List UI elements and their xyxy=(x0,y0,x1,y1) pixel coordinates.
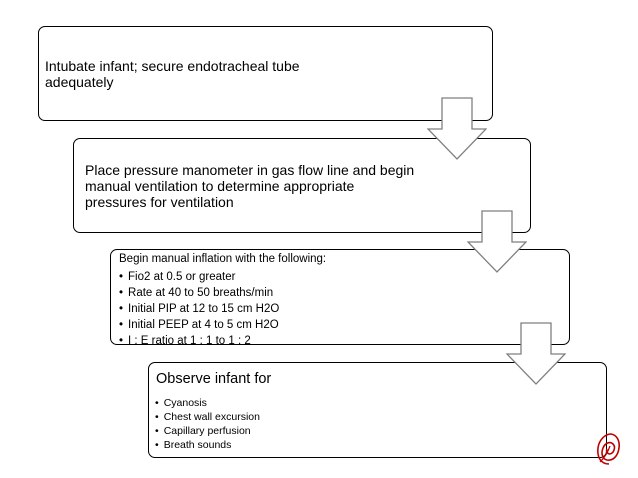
list-item: Initial PEEP at 4 to 5 cm H2O xyxy=(119,317,279,333)
list-item: Fio2 at 0.5 or greater xyxy=(119,269,279,285)
flow-step-manual-inflation: Begin manual inflation with the followin… xyxy=(110,249,570,347)
red-swirl-icon xyxy=(597,433,620,465)
observation-list: Cyanosis Chest wall excursion Capillary … xyxy=(155,396,260,452)
list-item: Chest wall excursion xyxy=(155,410,260,424)
list-item: Rate at 40 to 50 breaths/min xyxy=(119,285,279,301)
list-item: Initial PIP at 12 to 15 cm H2O xyxy=(119,301,279,317)
down-arrow-icon xyxy=(467,210,527,273)
step-title: Intubate infant; secure endotracheal tub… xyxy=(45,58,300,91)
step-title: Begin manual inflation with the followin… xyxy=(119,253,327,265)
list-item: Breath sounds xyxy=(155,438,260,452)
list-item: Cyanosis xyxy=(155,396,260,410)
down-arrow-icon xyxy=(506,322,566,385)
list-item: I : E ratio at 1 : 1 to 1 : 2 xyxy=(119,333,279,349)
list-item: Capillary perfusion xyxy=(155,424,260,438)
down-arrow-icon xyxy=(427,97,487,160)
inflation-settings-list: Fio2 at 0.5 or greater Rate at 40 to 50 … xyxy=(119,269,279,349)
step-title: Observe infant for xyxy=(156,371,272,387)
step-title: Place pressure manometer in gas flow lin… xyxy=(85,162,415,211)
flow-step-intubate: Intubate infant; secure endotracheal tub… xyxy=(38,26,493,121)
flow-step-observe: Observe infant for Cyanosis Chest wall e… xyxy=(148,362,607,458)
